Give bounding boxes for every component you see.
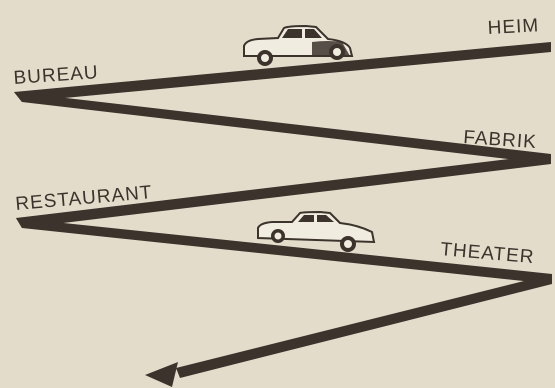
- label-heim: HEIM: [487, 15, 540, 39]
- car-icon: [257, 210, 376, 252]
- road-segment-heim-bureau: [14, 42, 551, 102]
- arrow-head-icon: [145, 362, 178, 387]
- road-segment-restaurant-theater: [16, 218, 552, 284]
- road-segment-fabrik-restaurant: [16, 154, 551, 228]
- road-segment-bureau-fabrik: [14, 92, 551, 164]
- route-path: [14, 42, 552, 387]
- label-bureau: BUREAU: [13, 62, 99, 89]
- label-fabrik: FABRIK: [463, 127, 538, 153]
- car-icon: [243, 24, 354, 66]
- road-segment-theater-exit: [176, 274, 552, 378]
